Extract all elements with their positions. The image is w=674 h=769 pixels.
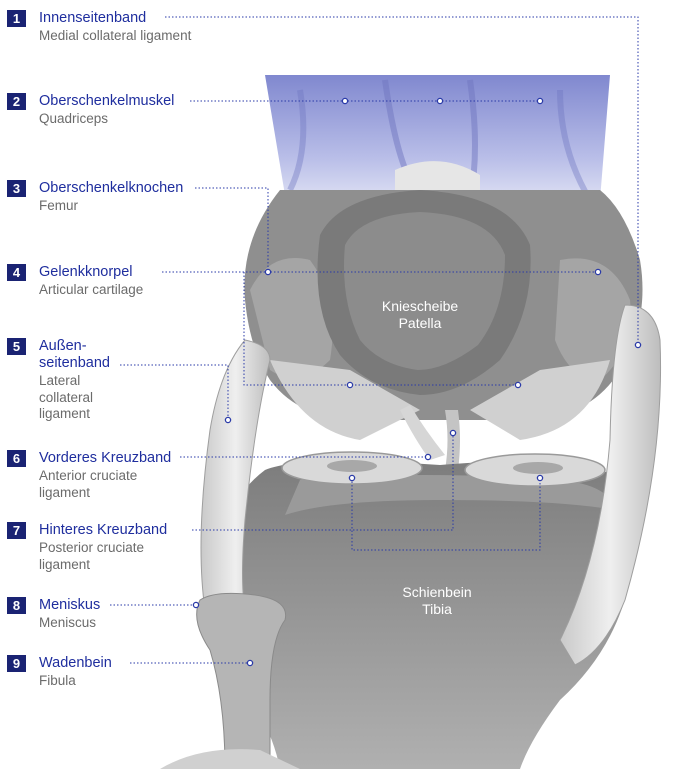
label-german: Vorderes Kreuzband [39,450,171,467]
endpoint-dot [537,475,542,480]
endpoint-dot [595,269,600,274]
label-number: 1 [7,10,26,27]
label-number: 9 [7,655,26,672]
endpoint-dot [225,417,230,422]
label-english: Articular cartilage [39,282,143,299]
label-number: 5 [7,338,26,355]
tibia-label-en: Tibia [387,601,487,618]
label-english: Fibula [39,673,76,690]
label-number: 3 [7,180,26,197]
label-english: Medial collateral ligament [39,28,191,45]
patella-label-en: Patella [370,315,470,332]
label-number: 8 [7,597,26,614]
endpoint-dot [635,342,640,347]
tibia-label: Schienbein Tibia [387,584,487,618]
leader-line-5 [120,365,228,420]
label-english: Posterior cruciate ligament [39,540,144,573]
label-english: Femur [39,198,78,215]
endpoint-dot [537,98,542,103]
patella-label: Kniescheibe Patella [370,298,470,332]
label-german: Hinteres Kreuzband [39,522,167,539]
endpoint-dot [515,382,520,387]
endpoint-dot [437,98,442,103]
label-german: Außen- seitenband [39,338,110,372]
endpoint-dot [349,475,354,480]
label-german: Innenseitenband [39,10,146,27]
endpoint-dot [342,98,347,103]
tibia-label-de: Schienbein [387,584,487,601]
label-english: Lateral collateral ligament [39,373,93,423]
endpoint-dot [193,602,198,607]
label-german: Wadenbein [39,655,112,672]
label-german: Oberschenkelknochen [39,180,183,197]
patella-label-de: Kniescheibe [370,298,470,315]
label-german: Gelenkknorpel [39,264,133,281]
label-english: Quadriceps [39,111,108,128]
endpoint-dot [450,430,455,435]
label-english: Anterior cruciate ligament [39,468,137,501]
label-number: 4 [7,264,26,281]
label-english: Meniscus [39,615,96,632]
label-german: Oberschenkelmuskel [39,93,174,110]
endpoint-dot [265,269,270,274]
endpoint-dot [347,382,352,387]
endpoint-dot [247,660,252,665]
label-number: 6 [7,450,26,467]
label-number: 2 [7,93,26,110]
label-number: 7 [7,522,26,539]
label-german: Meniskus [39,597,100,614]
endpoint-dot [425,454,430,459]
